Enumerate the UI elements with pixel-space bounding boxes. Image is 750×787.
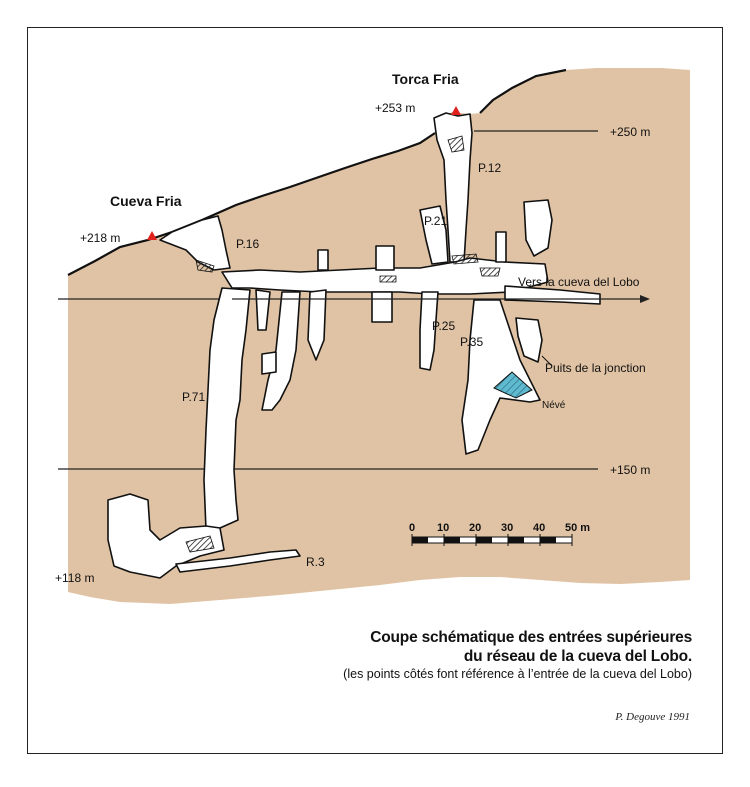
- shaft-label-p16: P.16: [236, 237, 259, 251]
- scale-tick-30: 30: [501, 522, 513, 534]
- side-shaft-d: [261, 351, 277, 375]
- scale-tick-40: 40: [533, 522, 545, 534]
- shaft-p25: [419, 291, 439, 371]
- altitude-torca-fria: +253 m: [375, 101, 415, 115]
- entrance-marker-torca-fria-icon: [451, 106, 461, 115]
- altitude-low-point: +118 m: [55, 571, 94, 585]
- chimney-a: [317, 249, 329, 271]
- caption-line-2: du réseau de la cueva del Lobo.: [463, 648, 692, 665]
- altitude-cueva-fria: +218 m: [80, 231, 120, 245]
- entrance-name-torca-fria: Torca Fria: [392, 71, 459, 87]
- shaft-label-r3: R.3: [306, 555, 325, 569]
- shaft-label-p71: P.71: [182, 390, 205, 404]
- level-label-150: +150 m: [610, 463, 650, 477]
- shaft-p21: [419, 205, 449, 265]
- author-credit: P. Degouve 1991: [615, 711, 690, 723]
- figure-frame: [27, 27, 723, 754]
- caption: Coupe schématique des entrées supérieure…: [343, 628, 692, 683]
- scale-bar: 0 10 20 30 40 50 m: [409, 522, 590, 546]
- caption-line-3: (les points côtés font référence à l’ent…: [343, 667, 692, 681]
- shaft-label-p35: P.35: [460, 335, 483, 349]
- ramp-r3: [175, 549, 301, 573]
- rock-mass: [68, 68, 690, 604]
- shaft-p71: [203, 287, 251, 531]
- side-shaft-a: [255, 289, 271, 331]
- shaft-p35: [461, 299, 541, 455]
- entrance-name-cueva-fria: Cueva Fria: [110, 193, 182, 209]
- chamber-cueva-fria: [159, 215, 231, 271]
- shaft-junction: [515, 317, 543, 363]
- ice-label: Névé: [542, 400, 566, 411]
- chimney-d: [523, 199, 553, 257]
- caption-line-1: Coupe schématique des entrées supérieure…: [370, 629, 692, 646]
- shaft-label-p12: P.12: [478, 161, 501, 175]
- shaft-centre: [371, 291, 393, 323]
- shaft-label-p25: P.25: [432, 319, 455, 333]
- level-label-250: +250 m: [610, 125, 650, 139]
- chimney-b: [375, 245, 395, 271]
- neve-ice: [493, 371, 533, 399]
- junction-label: Puits de la jonction: [545, 361, 646, 375]
- bottom-chamber: [107, 493, 225, 579]
- scale-tick-10: 10: [437, 522, 449, 534]
- entrance-marker-cueva-fria-icon: [147, 231, 157, 240]
- scale-tick-0: 0: [409, 522, 415, 534]
- cave-passages: [107, 112, 601, 579]
- scale-tick-20: 20: [469, 522, 481, 534]
- rubble-hatching: [185, 135, 501, 553]
- side-shaft-c: [307, 289, 327, 361]
- gallery-label: Vers la cueva del Lobo: [518, 275, 640, 289]
- surface-line: [67, 68, 567, 276]
- junction-leader: [541, 355, 553, 367]
- arrow-head-icon: [640, 295, 650, 303]
- scale-tick-50: 50 m: [565, 522, 590, 534]
- shaft-label-p21: P.21: [424, 214, 447, 228]
- chimney-c: [495, 231, 507, 263]
